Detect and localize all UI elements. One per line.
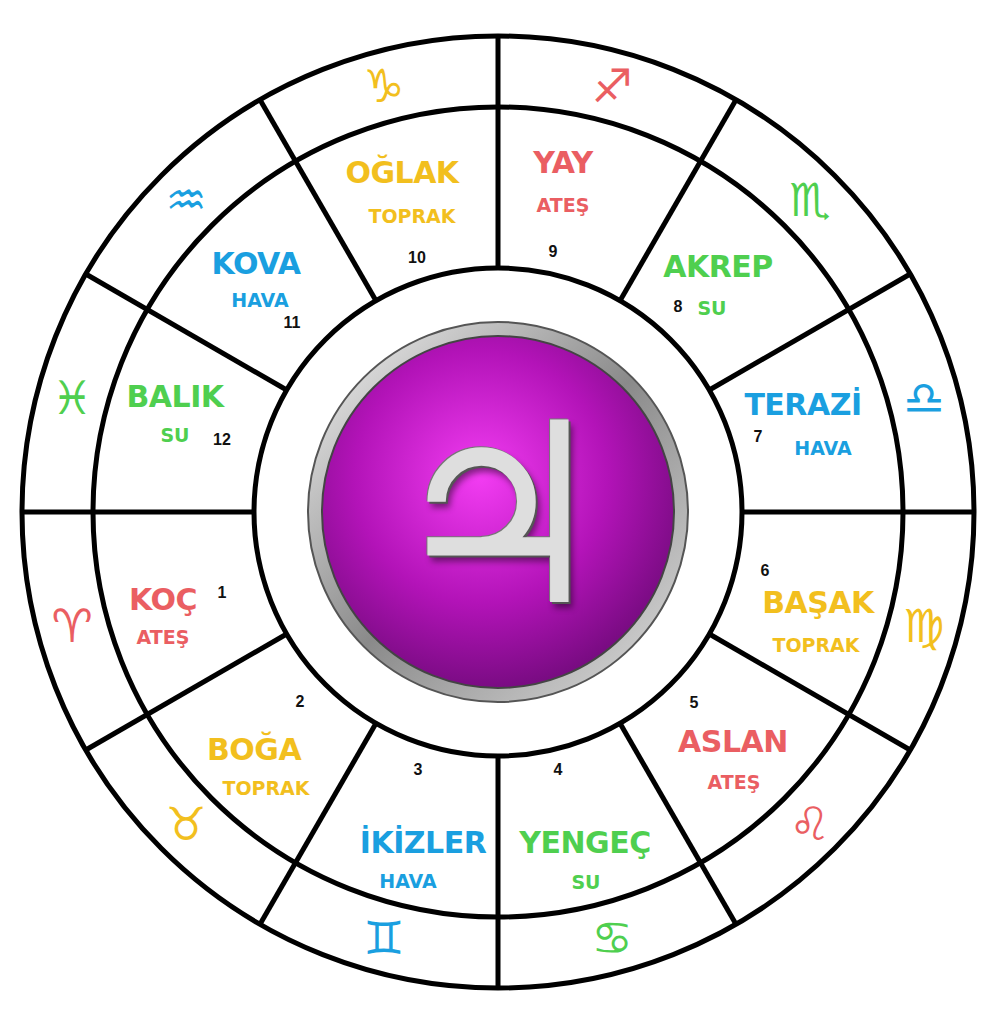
sign-name: BAŞAK — [762, 588, 874, 618]
element-name: SU — [160, 426, 189, 445]
sign-name: BOĞA — [207, 735, 301, 765]
sector-line — [709, 274, 910, 390]
sign-name: YAY — [533, 148, 592, 178]
sector-line — [742, 510, 974, 515]
house-number: 4 — [554, 762, 563, 778]
house-number: 2 — [296, 694, 305, 710]
zodiac-glyph: ♌ — [789, 801, 830, 847]
element-name: TOPRAK — [772, 636, 859, 655]
zodiac-glyph: ♓ — [51, 375, 92, 421]
sign-name: YENGEÇ — [519, 828, 650, 858]
element-name: HAVA — [794, 439, 851, 458]
inner-circle — [254, 268, 742, 756]
house-number: 3 — [414, 762, 423, 778]
element-name: SU — [697, 299, 726, 318]
sign-name: AKREP — [663, 252, 773, 282]
sector-lines — [22, 36, 974, 988]
sign-name: OĞLAK — [345, 158, 458, 188]
sign-name: İKİZLER — [360, 828, 487, 858]
zodiac-glyph: ♎ — [903, 375, 944, 421]
house-number: 11 — [284, 315, 301, 331]
zodiac-glyph: ♋ — [592, 915, 633, 961]
house-number: 10 — [408, 250, 426, 266]
zodiac-glyph: ♈ — [51, 603, 92, 649]
element-name: ATEŞ — [137, 628, 190, 647]
sign-name: BALIK — [126, 382, 223, 412]
outer-circle — [22, 36, 974, 988]
sign-name: KOÇ — [129, 585, 197, 615]
element-name: SU — [571, 873, 600, 892]
house-number: 9 — [549, 244, 558, 260]
element-name: ATEŞ — [708, 773, 761, 792]
zodiac-glyph: ♏ — [789, 177, 830, 223]
zodiac-glyph: ♐ — [592, 63, 633, 109]
zodiac-glyph: ♑ — [363, 63, 404, 109]
zodiac-glyph: ♉ — [166, 801, 207, 847]
house-number: 6 — [761, 563, 770, 579]
element-name: ATEŞ — [537, 196, 590, 215]
sector-line — [496, 756, 501, 988]
silver-rim — [308, 322, 688, 702]
purple-disc — [322, 336, 674, 688]
element-name: HAVA — [379, 872, 436, 891]
element-name: TOPRAK — [368, 207, 455, 226]
house-number: 1 — [218, 585, 227, 601]
house-number: 12 — [213, 432, 231, 448]
house-number: 7 — [754, 429, 763, 445]
house-number: 8 — [674, 299, 683, 315]
zodiac-glyph: ♍ — [903, 603, 944, 649]
sign-name: TERAZİ — [744, 390, 861, 420]
sector-line — [22, 510, 254, 515]
zodiac-glyph: ♒ — [166, 177, 207, 223]
element-name: HAVA — [231, 291, 288, 310]
jupiter-symbol: ♃ — [386, 391, 610, 641]
house-number: 5 — [690, 695, 699, 711]
sector-line — [86, 634, 287, 750]
zodiac-glyph: ♊ — [363, 915, 404, 961]
sector-line — [496, 36, 501, 268]
sign-name: ASLAN — [678, 727, 788, 757]
element-name: TOPRAK — [222, 779, 309, 798]
sign-name: KOVA — [212, 249, 301, 279]
